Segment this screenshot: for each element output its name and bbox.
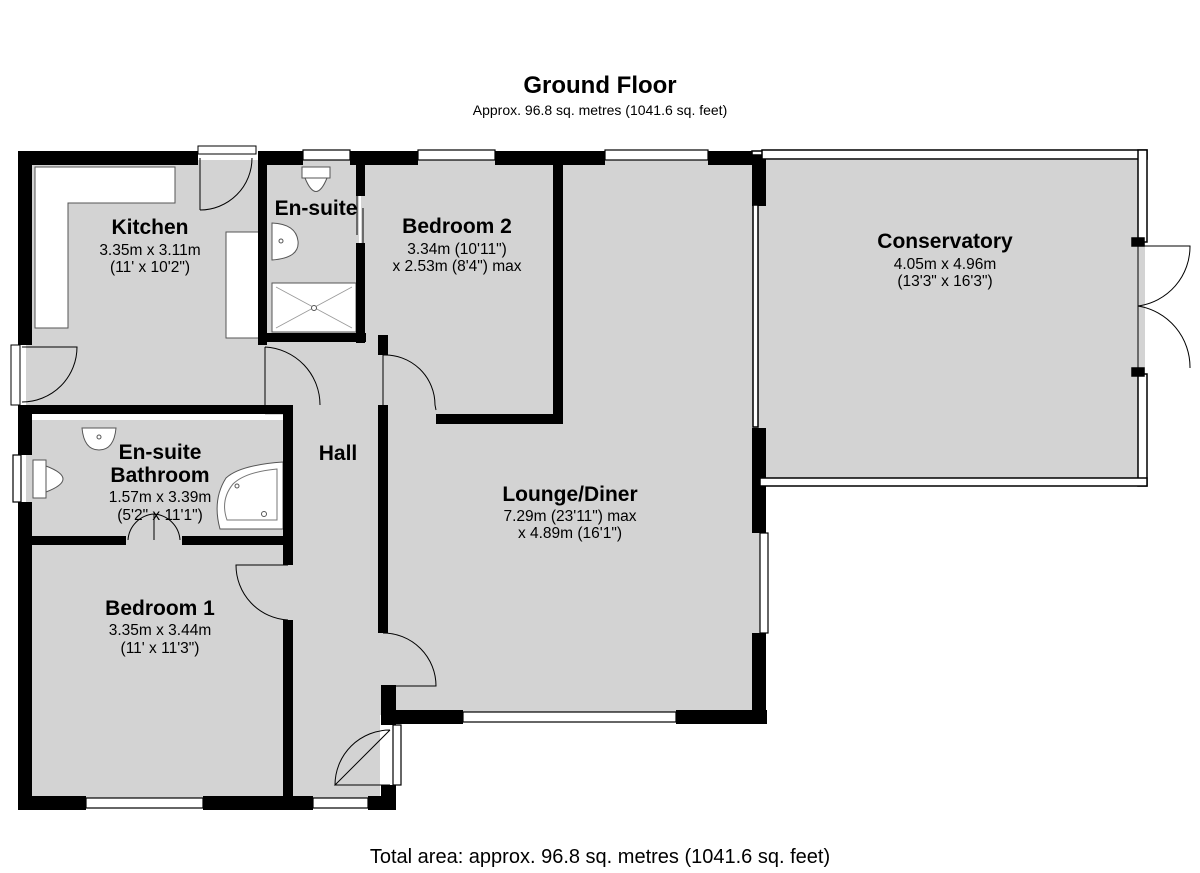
front-door — [333, 729, 391, 786]
room-dimension: 1.57m x 3.39m — [108, 489, 212, 506]
window — [759, 532, 769, 634]
ensuite-sliding-door — [356, 196, 364, 243]
room-dimension: (11' x 11'3") — [120, 640, 200, 657]
kitchen-back-door — [199, 157, 253, 211]
bedroom1-door — [235, 564, 289, 621]
bedroom2-floor — [360, 160, 560, 415]
room-name: Kitchen — [111, 216, 189, 239]
room-name: En-suite — [274, 197, 358, 220]
room-name: Bedroom 2 — [402, 215, 512, 238]
ensuite-basin — [271, 222, 299, 261]
kitchen-hall-door — [264, 346, 321, 406]
window — [302, 149, 351, 161]
window — [604, 149, 709, 161]
room-dimension: 3.35m x 3.44m — [108, 622, 212, 639]
room-dimension: (13'3" x 16'3") — [897, 273, 993, 290]
fixtures — [32, 166, 357, 530]
room-dimension: 3.35m x 3.11m — [99, 242, 201, 259]
window — [312, 797, 369, 809]
window — [12, 454, 22, 503]
bathroom-toilet — [32, 459, 64, 499]
plan-title: Ground Floor — [523, 72, 677, 99]
ensuite-toilet — [301, 166, 331, 192]
bathroom-doors — [127, 513, 181, 541]
room-name: Bathroom — [110, 464, 210, 487]
kitchen-worktop — [34, 166, 176, 329]
window — [417, 149, 496, 161]
room-dimension: (11' x 10'2") — [109, 259, 191, 276]
room-name: En-suite — [118, 441, 202, 464]
kitchen-counter — [225, 231, 260, 339]
room-name: Lounge/Diner — [502, 483, 638, 506]
kitchen-floor — [26, 160, 265, 410]
room-dimension: 4.05m x 4.96m — [893, 256, 997, 273]
room-name: Conservatory — [877, 230, 1013, 253]
conservatory-french-doors — [1137, 245, 1191, 369]
bedroom1-floor — [26, 540, 290, 800]
window — [85, 797, 204, 809]
conservatory-glazing — [752, 149, 1148, 487]
room-name: Hall — [318, 442, 358, 465]
bedroom2-door — [382, 354, 437, 411]
room-dimension: x 2.53m (8'4") max — [392, 258, 522, 275]
lounge-floor — [380, 160, 760, 715]
windows — [12, 149, 769, 809]
room-dimension: (5'2" x 11'1") — [117, 507, 203, 524]
window — [392, 724, 402, 786]
total-area: Total area: approx. 96.8 sq. metres (104… — [369, 846, 831, 868]
conservatory-floor — [760, 160, 1145, 480]
room-dimension: 3.34m (10'11") — [407, 241, 507, 258]
window — [462, 711, 677, 723]
plan-subtitle: Approx. 96.8 sq. metres (1041.6 sq. feet… — [472, 102, 728, 118]
kitchen-side-door — [21, 346, 78, 403]
lounge-door — [382, 632, 437, 687]
doors — [10, 145, 1191, 786]
room-name: Bedroom 1 — [105, 597, 215, 620]
room-dimension: x 4.89m (16'1") — [517, 525, 623, 542]
hall-floor — [265, 335, 380, 800]
room-dimension: 7.29m (23'11") max — [503, 508, 637, 525]
